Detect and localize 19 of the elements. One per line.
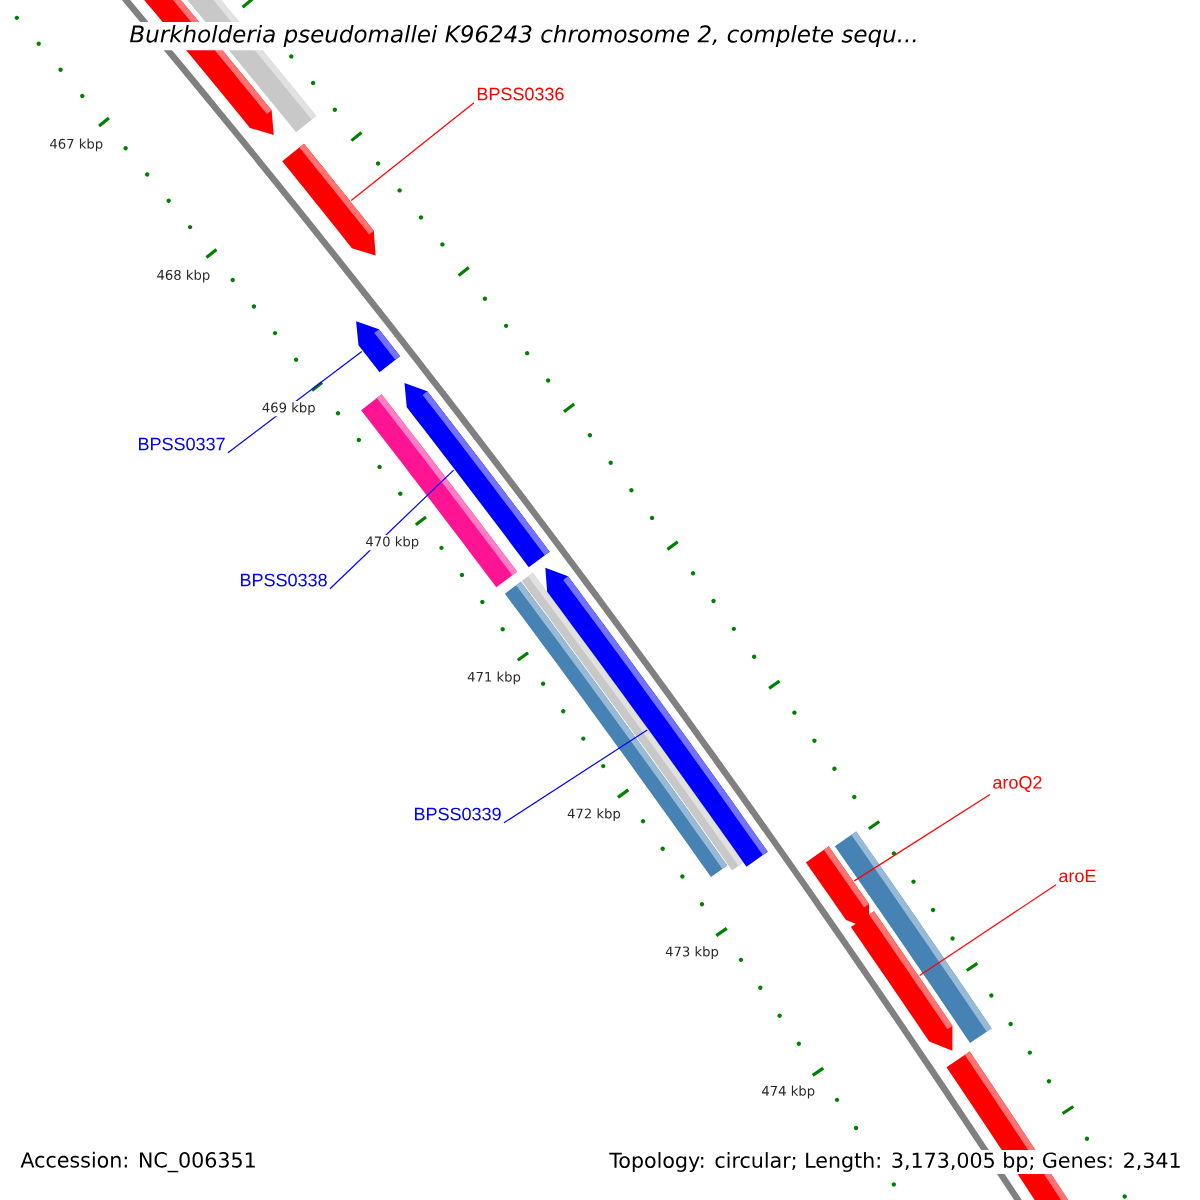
leader-line <box>350 102 475 202</box>
gene-label: aroQ2 <box>993 776 1042 792</box>
gene-label: aroE <box>1059 869 1096 883</box>
leader-line <box>853 793 991 882</box>
footer-text: Accession: NC_006351 <box>18 1149 259 1175</box>
gene-feature <box>805 846 870 929</box>
gene-feature <box>545 567 768 867</box>
title: Burkholderia pseudomallei K96243 chromosome 2, complete sequ... <box>126 21 922 51</box>
gene-label: BPSS0336 <box>477 87 564 101</box>
leader-line <box>919 884 1057 977</box>
gene-feature <box>282 143 376 256</box>
gene-label: BPSS0339 <box>415 807 501 821</box>
leader-line <box>503 729 648 824</box>
leader-line <box>329 469 455 590</box>
gene-label: BPSS0338 <box>241 573 327 587</box>
gene-feature <box>850 911 953 1051</box>
footer-text: Topology: circular; Length: 3,173,005 bp; Genes: 2,341 <box>607 1150 1184 1174</box>
gene-label: BPSS0337 <box>139 437 225 451</box>
gene-feature <box>356 321 400 373</box>
